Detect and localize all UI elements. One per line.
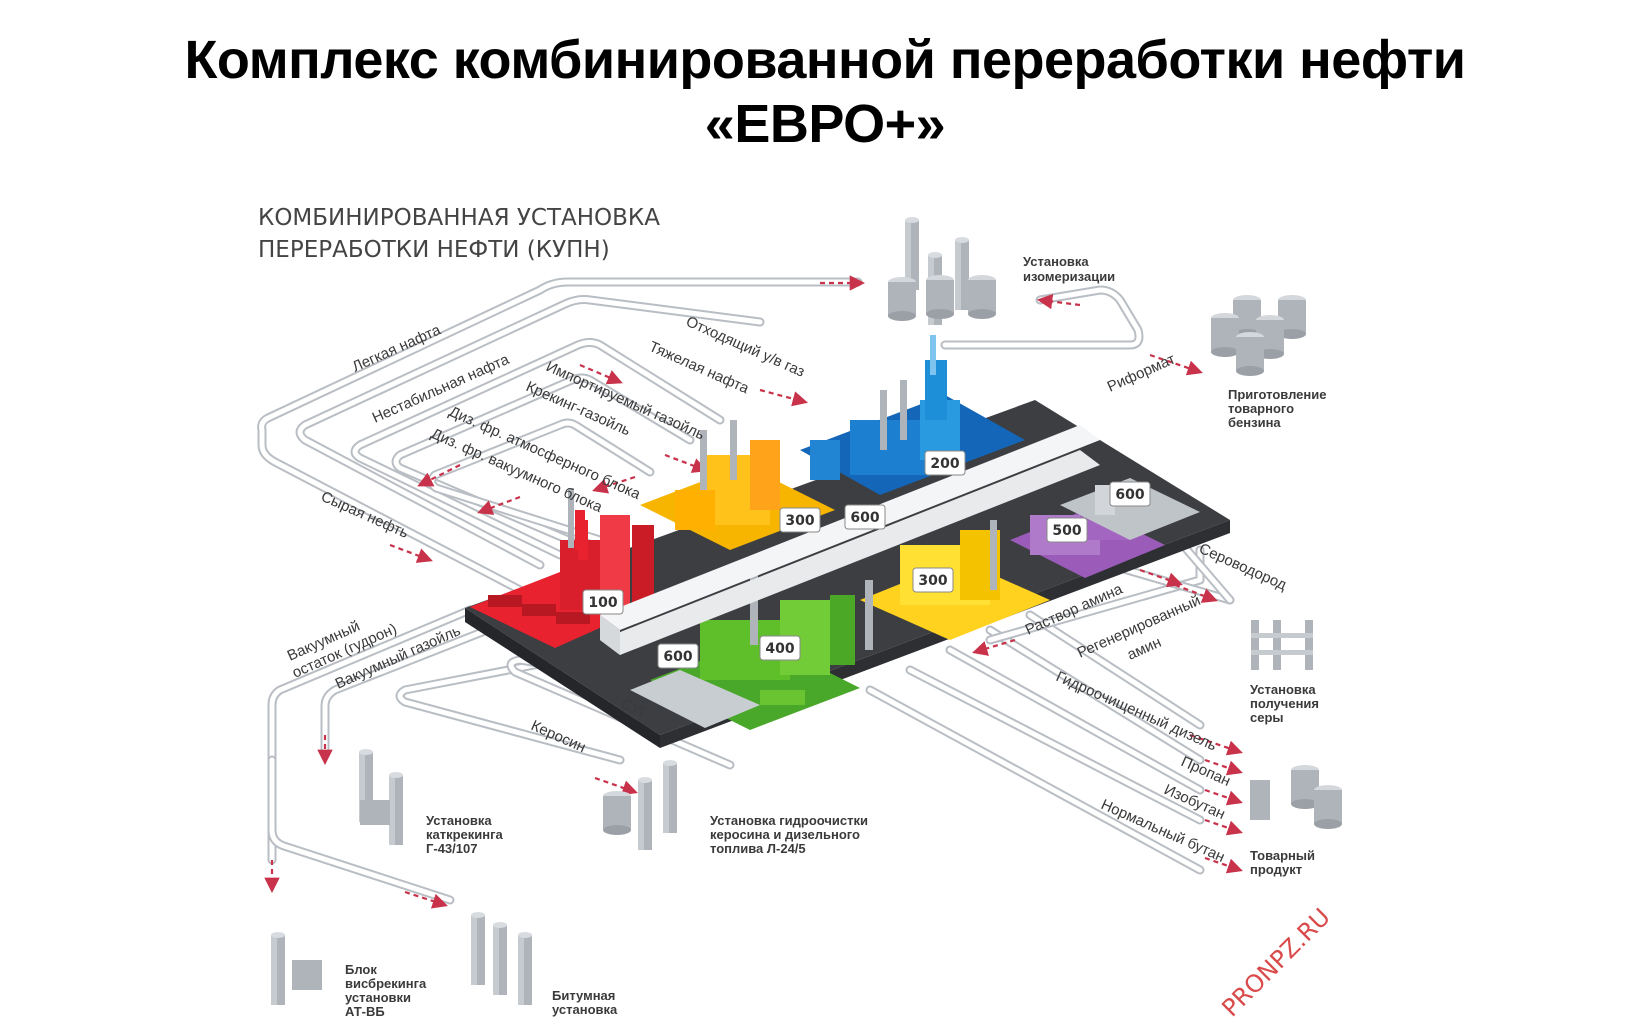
tag-600-center: 600 <box>844 504 886 530</box>
heading-line2: ПЕРЕРАБОТКИ НЕФТИ (КУПН) <box>258 237 610 263</box>
svg-text:200: 200 <box>930 456 959 472</box>
sulfur-label-2: получения <box>1250 696 1319 711</box>
unit-product: Товарный продукт <box>1250 765 1342 877</box>
label-reformate: Риформат <box>1105 351 1178 396</box>
visbreaking-label-3: установки <box>345 990 411 1005</box>
catcracking-label-3: Г-43/107 <box>426 841 477 856</box>
svg-text:600: 600 <box>663 649 692 665</box>
block-200-blue <box>800 335 1025 495</box>
svg-text:600: 600 <box>850 510 879 526</box>
tag-600-left: 600 <box>657 643 699 669</box>
block-300-yellow <box>640 420 835 550</box>
gasoline-prep-label-3: бензина <box>1228 415 1281 430</box>
svg-text:400: 400 <box>765 641 794 657</box>
catcracking-label-2: каткрекинга <box>426 827 504 842</box>
hydrotreating-label-3: топлива Л-24/5 <box>710 841 806 856</box>
heading-line1: КОМБИНИРОВАННАЯ УСТАНОВКА <box>258 205 660 231</box>
process-blocks <box>470 335 1200 730</box>
unit-visbreaking: Блок висбрекинга установки АТ-ВБ <box>271 932 427 1019</box>
slide-title-line1: Комплекс комбинированной переработки неф… <box>184 30 1466 90</box>
bitumen-label-1: Битумная <box>552 988 615 1003</box>
sulfur-label-3: серы <box>1250 710 1284 725</box>
unit-tags: 100 300 200 600 500 600 300 400 <box>582 450 1151 669</box>
svg-text:100: 100 <box>588 595 617 611</box>
pipe-network <box>257 277 1235 905</box>
gasoline-prep-label-1: Приготовление <box>1228 387 1326 402</box>
installation-heading: КОМБИНИРОВАННАЯ УСТАНОВКА ПЕРЕРАБОТКИ НЕ… <box>258 205 660 263</box>
slide-title-line2: «ЕВРО+» <box>704 94 946 154</box>
tag-100: 100 <box>582 589 624 615</box>
watermark: PRONPZ.RU <box>1216 903 1335 1021</box>
tag-200: 200 <box>924 450 966 476</box>
unit-catcracking: Установка каткрекинга Г-43/107 <box>359 749 504 856</box>
block-600-grey-left <box>630 670 760 728</box>
svg-text:300: 300 <box>918 573 947 589</box>
hydrotreating-label-1: Установка гидроочистки <box>710 813 868 828</box>
block-300-yellow-lower <box>860 520 1050 640</box>
sulfur-label-1: Установка <box>1250 682 1316 697</box>
gasoline-prep-label-2: товарного <box>1228 401 1294 416</box>
visbreaking-label-1: Блок <box>345 962 377 977</box>
tag-400: 400 <box>759 635 801 661</box>
isomerization-label-2: изомеризации <box>1023 269 1115 284</box>
svg-text:300: 300 <box>785 513 814 529</box>
hydrotreating-label-2: керосина и дизельного <box>710 827 860 842</box>
tag-300-top: 300 <box>779 507 821 533</box>
unit-gasoline-prep: Приготовление товарного бензина <box>1211 295 1326 430</box>
product-label-1: Товарный <box>1250 848 1315 863</box>
product-label-2: продукт <box>1250 862 1302 877</box>
slide-title: Комплекс комбинированной переработки неф… <box>0 28 1650 156</box>
svg-text:500: 500 <box>1052 523 1081 539</box>
unit-hydrotreating: Установка гидроочистки керосина и дизель… <box>603 760 868 856</box>
tag-300-lower: 300 <box>912 567 954 593</box>
label-h2s: Сероводород <box>1196 540 1289 594</box>
visbreaking-label-2: висбрекинга <box>345 976 427 991</box>
tag-600-right: 600 <box>1109 481 1151 507</box>
svg-text:600: 600 <box>1115 487 1144 503</box>
unit-bitumen: Битумная установка <box>471 912 618 1017</box>
unit-sulfur: Установка получения серы <box>1250 620 1319 725</box>
visbreaking-label-4: АТ-ВБ <box>345 1004 385 1019</box>
bitumen-label-2: установка <box>552 1002 618 1017</box>
flow-arrows <box>264 275 1243 909</box>
unit-isomerization: Установка изомеризации <box>888 217 1115 325</box>
catcracking-label-1: Установка <box>426 813 492 828</box>
label-crude: Сырая нефть <box>318 488 411 542</box>
tag-500: 500 <box>1046 517 1088 543</box>
isomerization-label-1: Установка <box>1023 254 1089 269</box>
